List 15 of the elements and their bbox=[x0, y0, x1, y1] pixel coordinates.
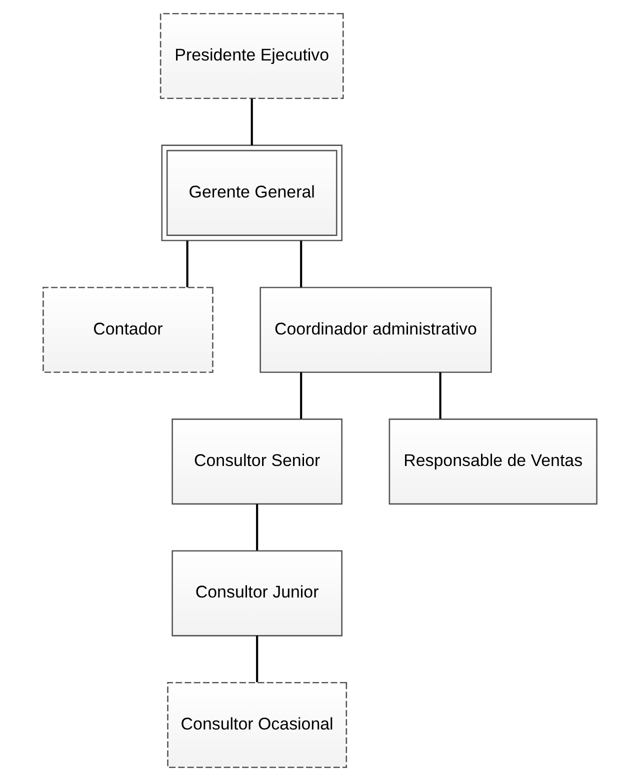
connector bbox=[186, 240, 188, 288]
node-box: Gerente General bbox=[160, 144, 342, 242]
connector bbox=[438, 372, 441, 419]
connector bbox=[256, 504, 258, 550]
node-box: Responsable de Ventas bbox=[388, 418, 597, 505]
connector bbox=[300, 372, 302, 419]
node-box: Consultor Junior bbox=[171, 550, 342, 636]
node-box: Coordinador administrativo bbox=[259, 286, 492, 373]
node-box: Consultor Ocasional bbox=[166, 682, 347, 768]
node-box: Contador bbox=[42, 286, 213, 373]
node-box: Presidente Ejecutivo bbox=[159, 12, 344, 100]
connector bbox=[250, 98, 252, 146]
connector bbox=[256, 636, 258, 682]
node-box: Consultor Senior bbox=[171, 418, 342, 505]
connector bbox=[300, 240, 302, 288]
